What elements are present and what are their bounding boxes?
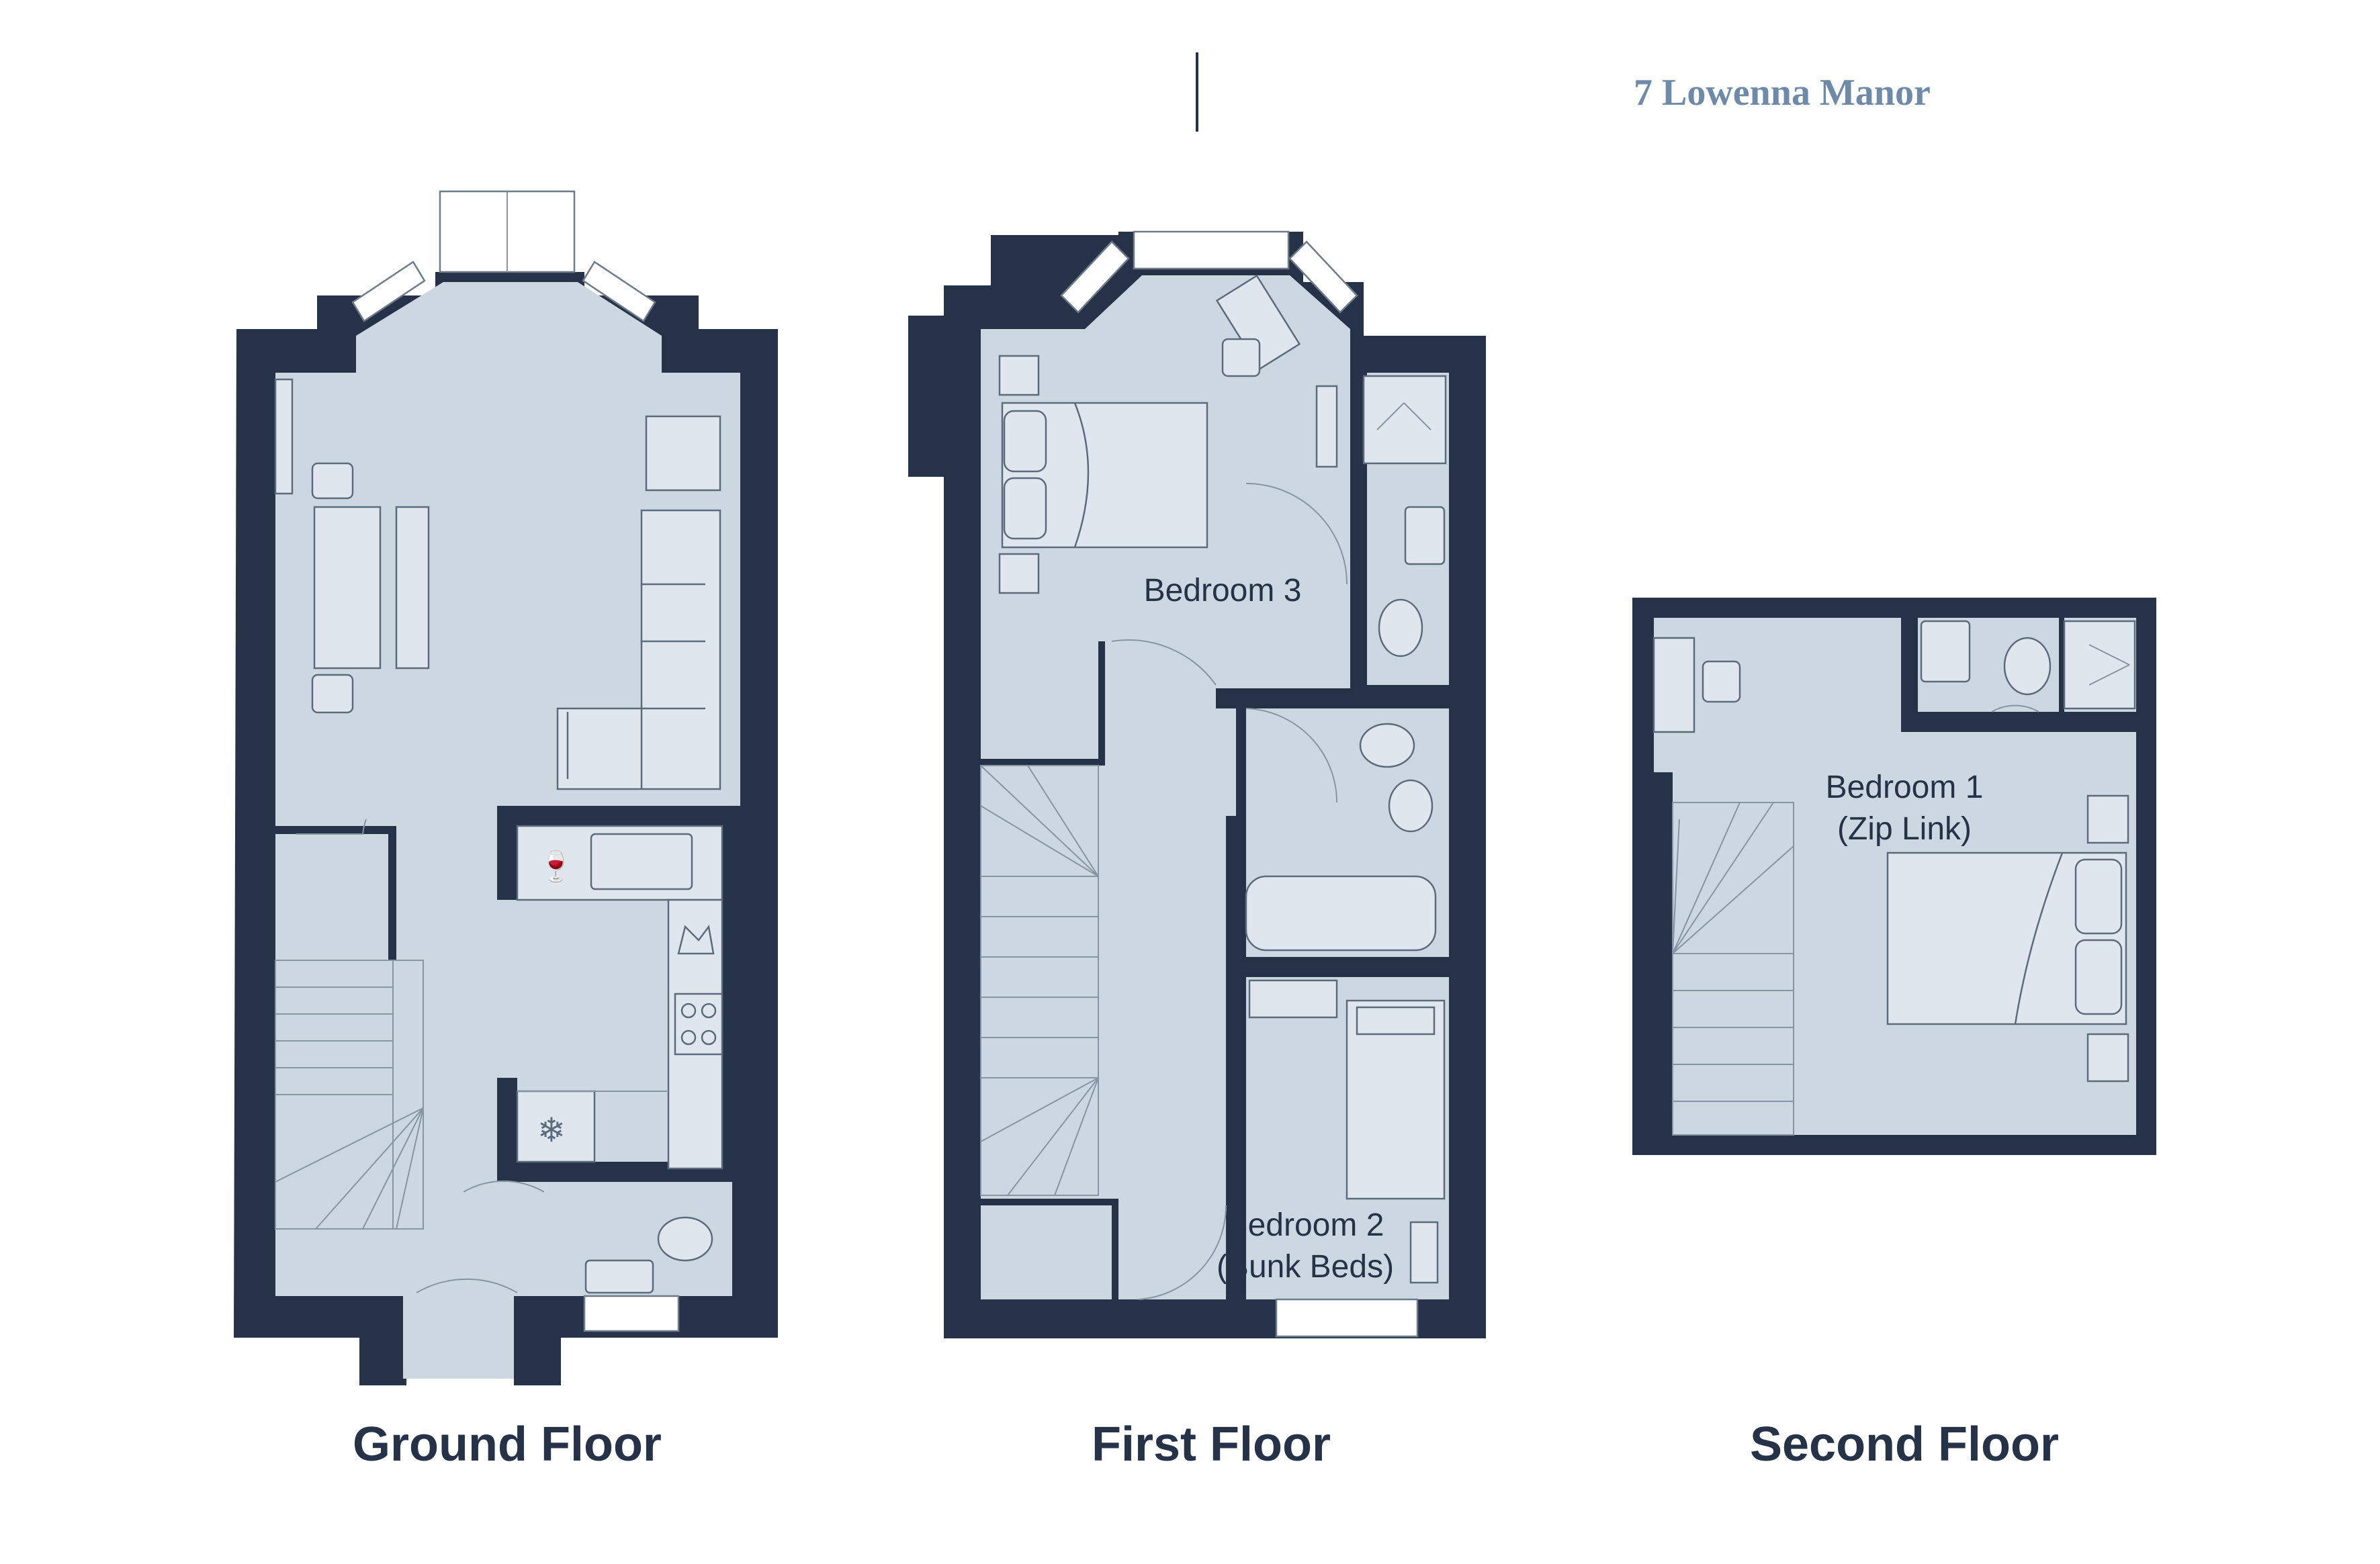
bedroom-2-sublabel: (Bunk Beds) <box>1217 1249 1394 1285</box>
desk-icon <box>1652 637 1695 733</box>
ground-floor-plan: 🍷 ❄ <box>234 190 778 1385</box>
second-floor-stairs <box>1672 802 1794 1136</box>
basin-icon <box>1388 779 1434 833</box>
property-title: 7 Lowenna Manor <box>1634 72 1931 113</box>
bay-window-front <box>1133 230 1290 270</box>
toilet-icon <box>1359 723 1415 768</box>
first-floor-stairs <box>980 765 1099 1196</box>
ground-floor-open-space <box>275 282 740 1296</box>
fridge-icon <box>516 1090 596 1163</box>
shower-icon <box>1362 375 1447 465</box>
basin-icon <box>1404 506 1446 565</box>
bedside-table-icon <box>2086 794 2129 844</box>
bay-window-right <box>1288 240 1358 314</box>
hob-icon <box>674 993 723 1056</box>
bedroom-2-label: Bedroom 2 <box>1227 1207 1384 1243</box>
basin-icon <box>1920 620 1971 683</box>
first-floor-label: First Floor <box>1092 1418 1331 1471</box>
ground-floor-stairs <box>275 960 424 1230</box>
chair-icon <box>1221 338 1261 377</box>
shower-icon <box>2063 620 2136 710</box>
wine-glass-icon: 🍷 <box>537 849 574 884</box>
bay-window-right <box>582 261 656 322</box>
chair-icon <box>311 462 354 500</box>
bedside-table-icon <box>2086 1033 2129 1083</box>
desk-icon <box>1215 274 1301 371</box>
front-window <box>583 1295 680 1332</box>
dining-table-icon <box>313 506 382 670</box>
wardrobe-icon <box>1248 979 1338 1019</box>
bedside-table-icon <box>998 355 1040 396</box>
svg-text:❄: ❄ <box>537 1111 566 1150</box>
bedroom-1-label: Bedroom 1 <box>1826 770 1984 805</box>
sink-icon <box>590 833 693 890</box>
basin-icon <box>584 1259 654 1294</box>
bedside-table-icon <box>998 553 1040 594</box>
bay-window-left <box>1060 240 1130 314</box>
chair-icon <box>1702 660 1741 703</box>
second-floor-label: Second Floor <box>1750 1418 2059 1471</box>
bedroom-1-sublabel: (Zip Link) <box>1837 811 1972 847</box>
bedroom-3-label: Bedroom 3 <box>1144 573 1302 608</box>
sideboard-icon <box>395 506 430 670</box>
toilet-icon <box>1378 598 1423 657</box>
ground-floor-label: Ground Floor <box>353 1418 662 1471</box>
chair-icon <box>311 674 354 714</box>
first-floor-plan: Bedroom 3 Bedroom 2 (Bunk Beds) <box>908 230 1486 1338</box>
armchair-icon <box>645 415 721 492</box>
landing <box>981 638 1236 1299</box>
toilet-icon <box>2003 637 2052 696</box>
bay-window-left <box>351 261 426 322</box>
bath-icon <box>1245 875 1437 952</box>
second-floor-plan: Bedroom 1 (Zip Link) <box>1632 598 2156 1155</box>
rear-window <box>1275 1298 1419 1338</box>
toilet-icon <box>657 1216 713 1262</box>
